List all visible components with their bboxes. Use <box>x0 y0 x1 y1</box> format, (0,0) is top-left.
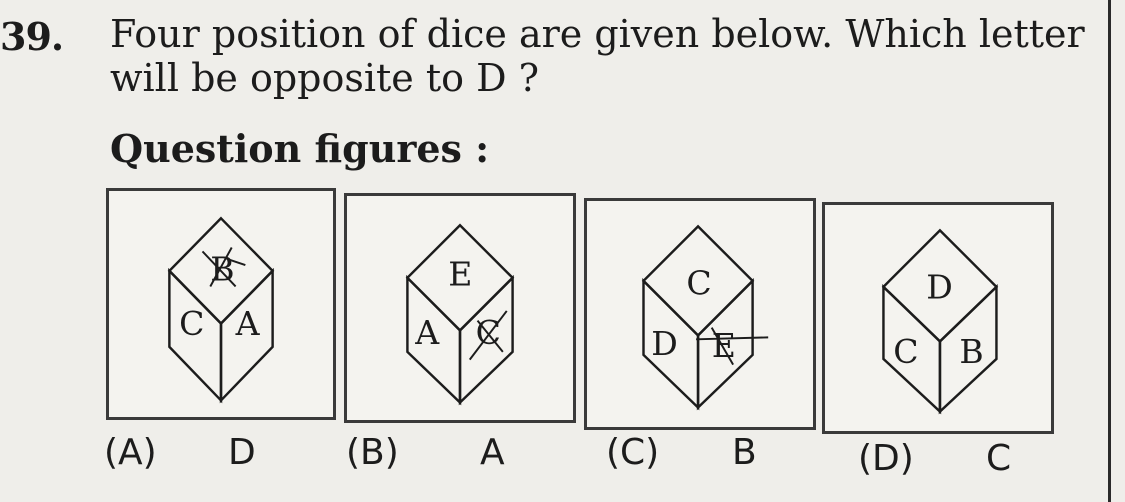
dice-c-right-face <box>696 277 754 411</box>
dice-b-left-letter: A <box>414 313 440 352</box>
option-b-value: A <box>480 432 505 473</box>
dice-d-right-letter: B <box>959 332 983 371</box>
dice-figure-b: E A C <box>344 193 576 423</box>
question-figures-label: Question figures : <box>110 126 490 171</box>
dice-d-top-letter: D <box>926 268 953 307</box>
dice-a-drawing: B C A <box>167 216 275 404</box>
dice-a-strike-mark <box>201 247 246 288</box>
option-d-letter: (D) <box>858 438 914 479</box>
option-c-letter: (C) <box>606 432 660 473</box>
dice-b-top-letter: E <box>448 255 472 294</box>
dice-c-left-letter: D <box>651 324 678 363</box>
option-b-letter: (B) <box>346 432 399 473</box>
dice-b-drawing: E A C <box>405 223 515 406</box>
dice-figure-a: B C A <box>106 188 336 420</box>
option-d-value: C <box>986 438 1012 479</box>
dice-a-right-face <box>219 267 274 404</box>
dice-d-left-letter: C <box>893 332 918 371</box>
option-c-value: B <box>732 432 757 473</box>
option-a-letter: (A) <box>104 432 157 473</box>
question-text: Four position of dice are given below. W… <box>110 12 1085 100</box>
dice-d-right-face <box>938 283 998 415</box>
dice-a-right-letter: A <box>235 304 261 343</box>
dice-b-strike-mark <box>468 310 508 361</box>
dice-c-strike-mark <box>696 327 769 366</box>
question-number: 39. <box>0 14 64 59</box>
dice-d-drawing: D C B <box>881 228 999 415</box>
dice-b-right-face <box>458 274 514 406</box>
dice-a-left-letter: C <box>179 304 204 343</box>
dice-c-right-letter: E <box>712 326 736 365</box>
option-a-value: D <box>228 432 256 473</box>
dice-figure-c: C D E <box>584 198 816 430</box>
dice-c-top-letter: C <box>686 264 711 303</box>
dice-figure-d: D C B <box>822 202 1054 434</box>
page-border-line <box>1108 0 1111 502</box>
dice-c-drawing: C D E <box>641 224 769 411</box>
